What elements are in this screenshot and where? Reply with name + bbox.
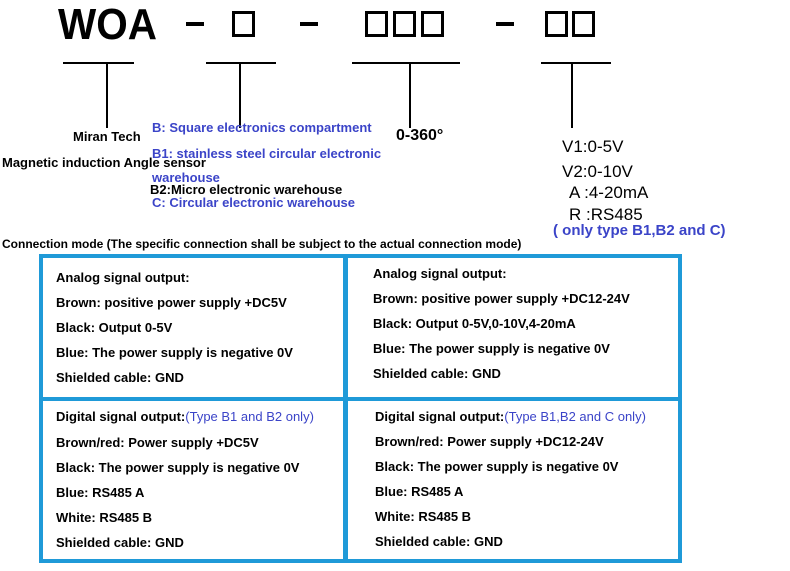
output-r: R :RS485 [569, 205, 643, 224]
connection-title: Connection mode (The specific connection… [2, 237, 522, 251]
output-v1: V1:0-5V [562, 137, 624, 156]
cell-line: Shielded cable: GND [56, 535, 184, 550]
angle-range: 0-360° [396, 127, 444, 144]
connection-grid [39, 254, 682, 563]
underline-boxes-3 [541, 62, 611, 64]
leader-boxes-2 [409, 63, 411, 128]
output-a: A :4-20mA [569, 183, 649, 202]
option-b1-line2: warehouse [152, 170, 220, 185]
underline-box-1 [206, 62, 276, 64]
dash-2 [300, 22, 318, 26]
product-label: Magnetic induction Angle sensor [2, 155, 206, 170]
code-box-6 [572, 11, 595, 37]
option-b1-line1: B1: stainless steel circular electronic [152, 146, 382, 161]
leader-boxes-3 [571, 63, 573, 128]
cell-line: Blue: RS485 A [375, 484, 464, 499]
cell-line: Shielded cable: GND [373, 366, 501, 381]
cell-heading-note: (Type B1,B2 and C only) [504, 409, 646, 424]
cell-line: Blue: RS485 A [56, 485, 145, 500]
code-box-5 [545, 11, 568, 37]
cell-line: Black: The power supply is negative 0V [56, 460, 300, 475]
grid-horizontal-divider [41, 397, 680, 401]
cell-line: Analog signal output: [373, 266, 507, 281]
underline-boxes-2 [352, 62, 460, 64]
option-b2: B2:Micro electronic warehouse [150, 182, 343, 197]
brand-label: Miran Tech [73, 129, 141, 144]
cell-line: Shielded cable: GND [375, 534, 503, 549]
cell-line: Black: Output 0-5V,0-10V,4-20mA [373, 316, 576, 331]
cell-line: White: RS485 B [375, 509, 472, 524]
cell-line: Blue: The power supply is negative 0V [373, 341, 610, 356]
cell-line: Brown/red: Power supply +DC12-24V [375, 434, 604, 449]
option-b-square: B: Square electronics compartment [152, 120, 372, 135]
cell-line: Black: The power supply is negative 0V [375, 459, 619, 474]
code-box-3 [393, 11, 416, 37]
output-type-note: ( only type B1,B2 and C) [553, 222, 726, 239]
code-box-4 [421, 11, 444, 37]
cell-heading: Digital signal output:(Type B1,B2 and C … [375, 409, 646, 424]
leader-prefix [106, 63, 108, 128]
cell-line: Black: Output 0-5V [56, 320, 173, 335]
cell-line: Brown: positive power supply +DC12-24V [373, 291, 630, 306]
cell-line: Analog signal output: [56, 270, 190, 285]
underline-prefix [63, 62, 134, 64]
model-prefix: WOA [58, 0, 157, 49]
cell-heading-text: Digital signal output: [375, 409, 505, 424]
option-c-circular: C: Circular electronic warehouse [152, 195, 356, 210]
cell-heading: Digital signal output:(Type B1 and B2 on… [56, 409, 314, 424]
cell-line: Brown/red: Power supply +DC5V [56, 435, 259, 450]
cell-heading-note: (Type B1 and B2 only) [185, 409, 314, 424]
cell-line: Blue: The power supply is negative 0V [56, 345, 293, 360]
dash-3 [496, 22, 514, 26]
code-box-1 [232, 11, 255, 37]
cell-line: White: RS485 B [56, 510, 153, 525]
cell-line: Brown: positive power supply +DC5V [56, 295, 287, 310]
cell-line: Shielded cable: GND [56, 370, 184, 385]
grid-vertical-divider [343, 256, 348, 561]
dash-1 [186, 22, 204, 26]
output-v2: V2:0-10V [562, 162, 633, 181]
leader-box-1 [239, 63, 241, 128]
cell-heading-text: Digital signal output: [56, 409, 186, 424]
code-box-2 [365, 11, 388, 37]
